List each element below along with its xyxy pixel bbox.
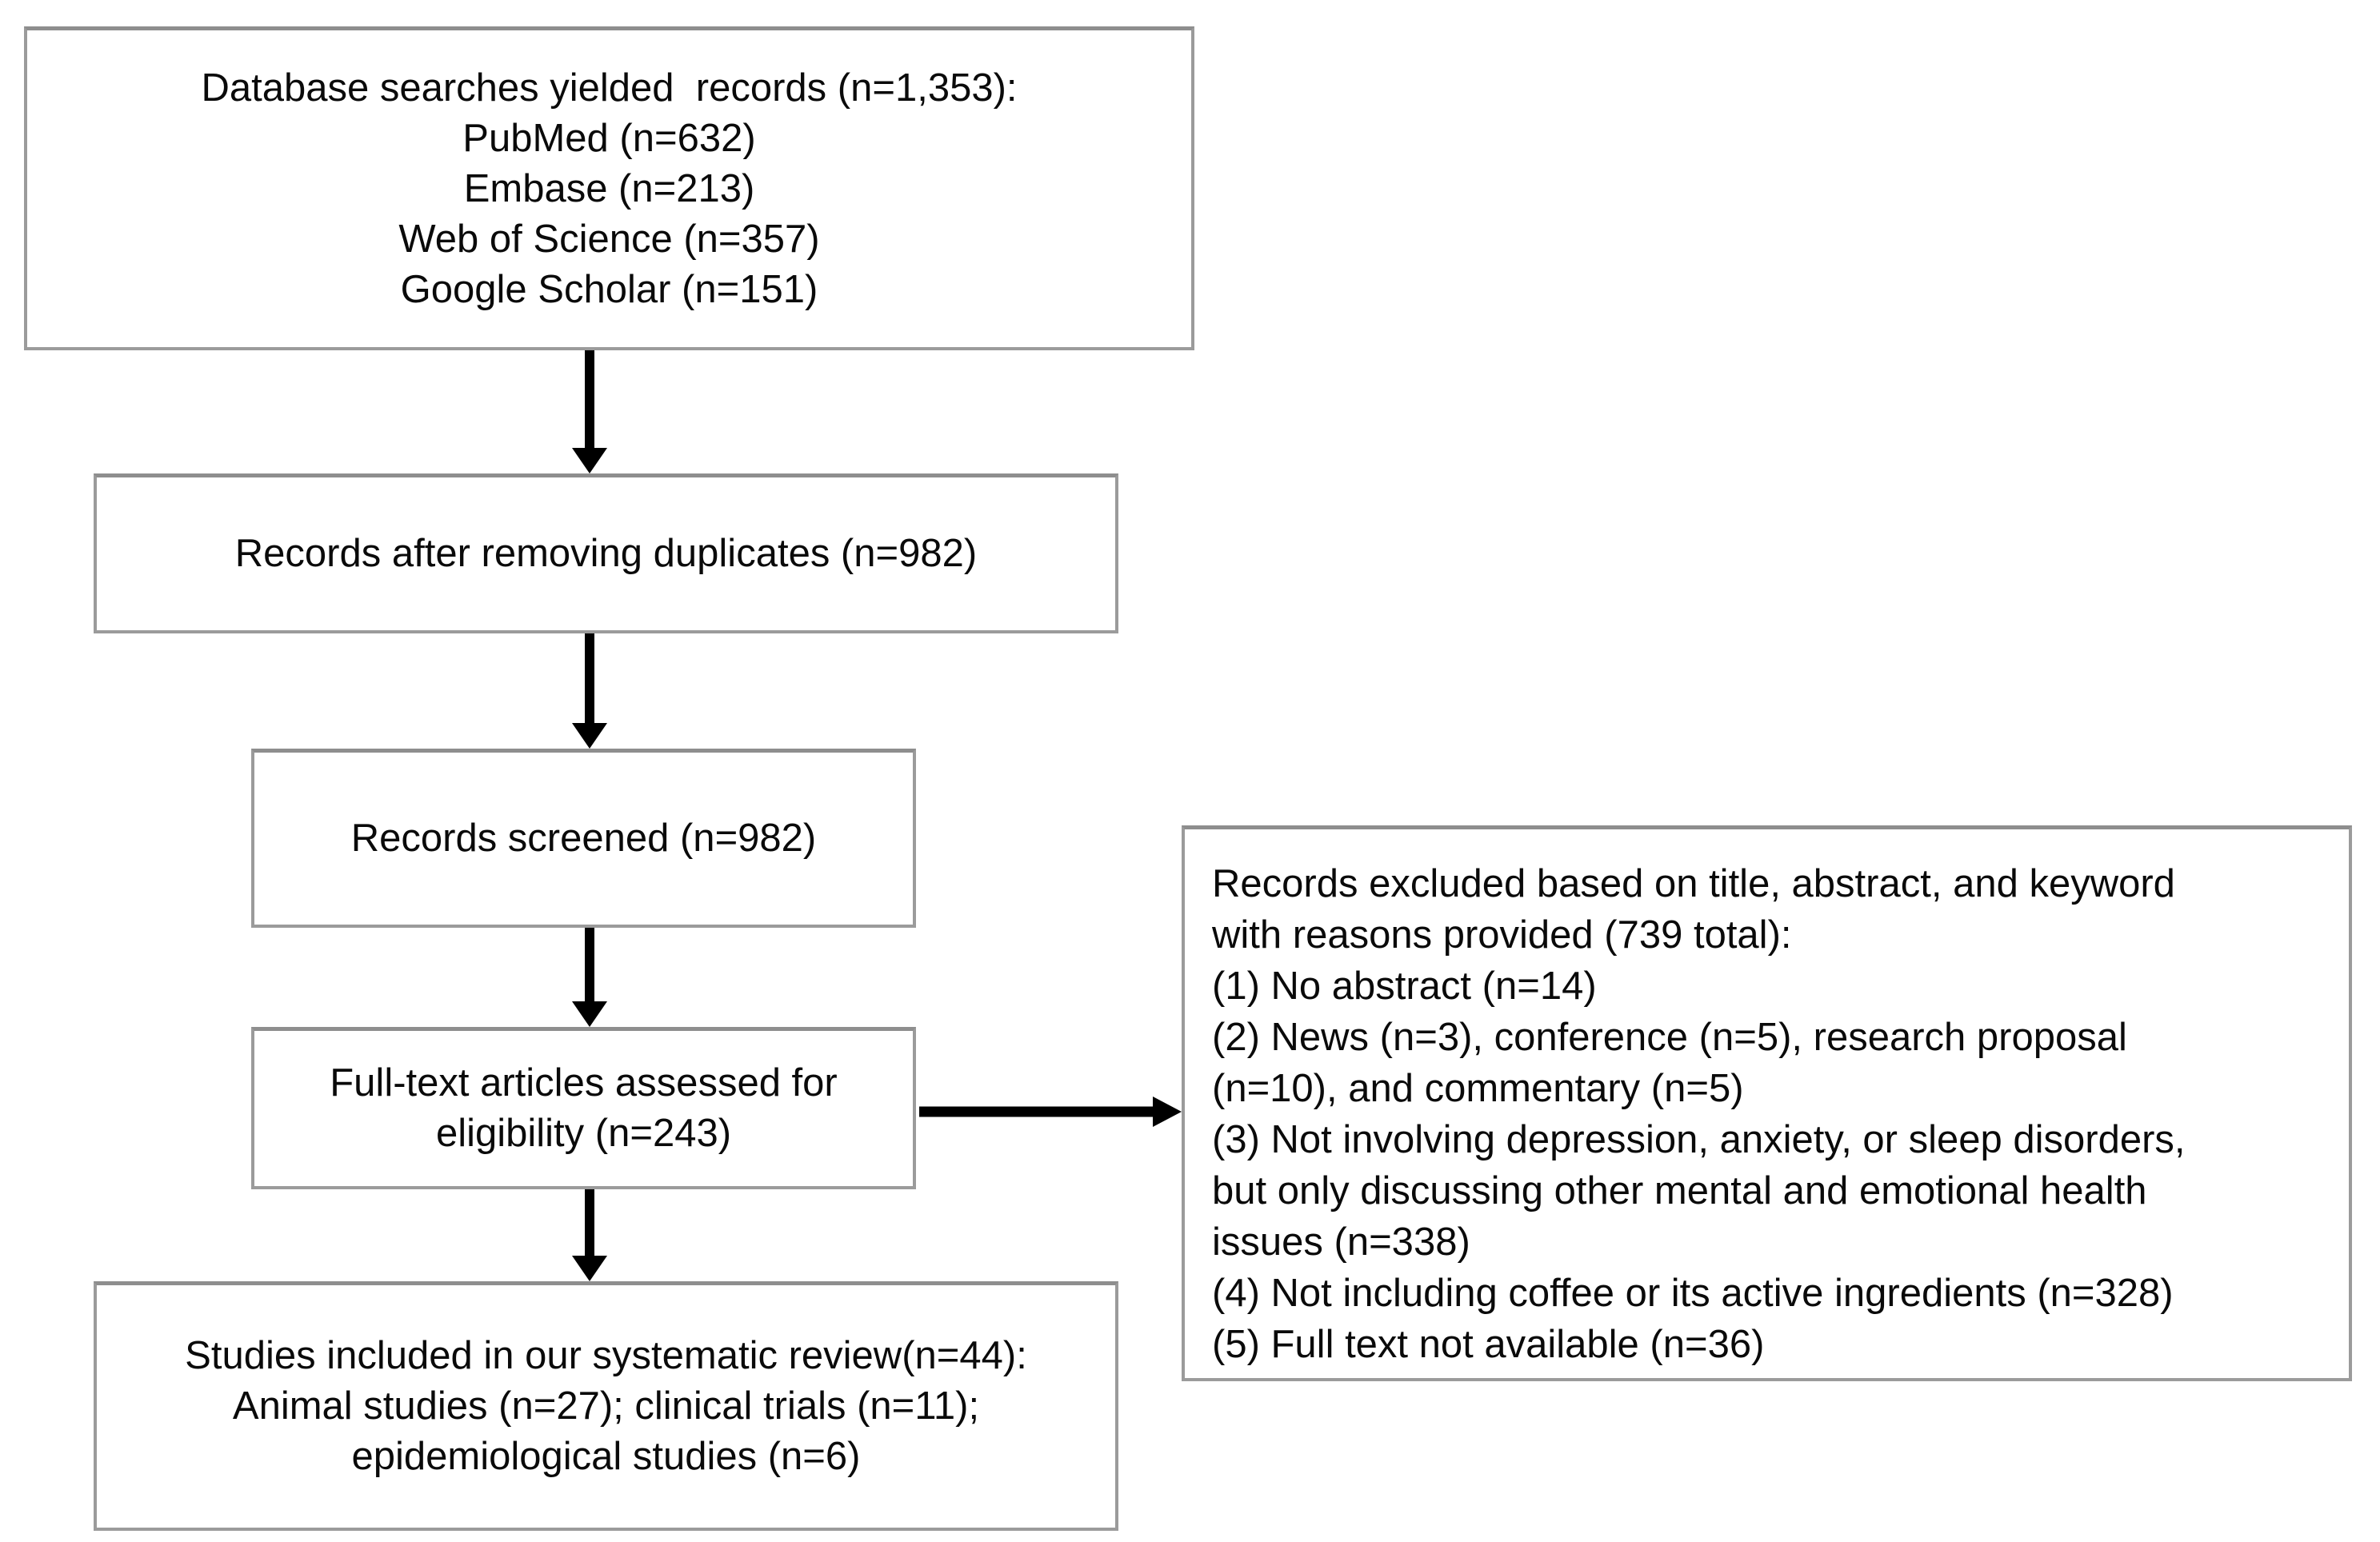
arrow-stem [585, 928, 594, 1001]
text-line: (1) No abstract (n=14) [1212, 965, 1597, 1008]
text-line: eligibility (n=243) [435, 1112, 732, 1155]
records-excluded-box: Records excluded based on title, abstrac… [1182, 825, 2352, 1381]
text-line: (4) Not including coffee or its active i… [1212, 1272, 2174, 1315]
text-line: but only discussing other mental and emo… [1212, 1169, 2147, 1212]
arrow-head-icon [1153, 1097, 1182, 1127]
text-line: Records screened (n=982) [350, 817, 817, 860]
arrow-head-icon [572, 448, 607, 473]
text-line: (n=10), and commentary (n=5) [1212, 1067, 1744, 1110]
text-line: Full-text articles assessed for [330, 1061, 838, 1105]
identification-box: Database searches yielded records (n=1,3… [24, 26, 1194, 350]
text-line: Studies included in our systematic revie… [185, 1334, 1027, 1377]
text-line: (5) Full text not available (n=36) [1212, 1323, 1765, 1366]
right-arrow-fulltext-to-excluded [919, 1096, 1182, 1128]
text-line: epidemiological studies (n=6) [351, 1435, 861, 1478]
down-arrow-fulltext-to-included [572, 1189, 607, 1281]
arrow-head-icon [572, 723, 607, 749]
down-arrow-duplicates-to-screened [572, 633, 607, 749]
arrow-stem [919, 1106, 1154, 1117]
down-arrow-screened-to-fulltext [572, 928, 607, 1027]
text-line: (3) Not involving depression, anxiety, o… [1212, 1118, 2186, 1161]
studies-included-box: Studies included in our systematic revie… [94, 1281, 1118, 1531]
arrow-stem [585, 633, 594, 723]
text-line: Google Scholar (n=151) [400, 267, 818, 311]
text-line: Web of Science (n=357) [398, 217, 820, 261]
text-line: Embase (n=213) [463, 166, 755, 210]
records-screened-box: Records screened (n=982) [251, 749, 916, 928]
fulltext-assessed-box: Full-text articles assessed for eligibili… [251, 1027, 916, 1189]
text-line: Records excluded based on title, abstrac… [1212, 862, 2175, 905]
text-line: Animal studies (n=27); clinical trials (… [232, 1384, 980, 1428]
text-line: issues (n=338) [1212, 1220, 1470, 1264]
arrow-head-icon [572, 1256, 607, 1281]
duplicates-removed-box: Records after removing duplicates (n=982… [94, 473, 1118, 633]
text-line: with reasons provided (739 total): [1212, 913, 1792, 957]
arrow-head-icon [572, 1001, 607, 1027]
arrow-stem [585, 350, 594, 448]
text-line: Database searches yielded records (n=1,3… [201, 66, 1018, 110]
arrow-stem [585, 1189, 594, 1256]
down-arrow-identification-to-duplicates [572, 350, 607, 473]
text-line: (2) News (n=3), conference (n=5), resear… [1212, 1016, 2127, 1059]
text-line: Records after removing duplicates (n=982… [234, 532, 978, 575]
text-line: PubMed (n=632) [462, 116, 756, 160]
